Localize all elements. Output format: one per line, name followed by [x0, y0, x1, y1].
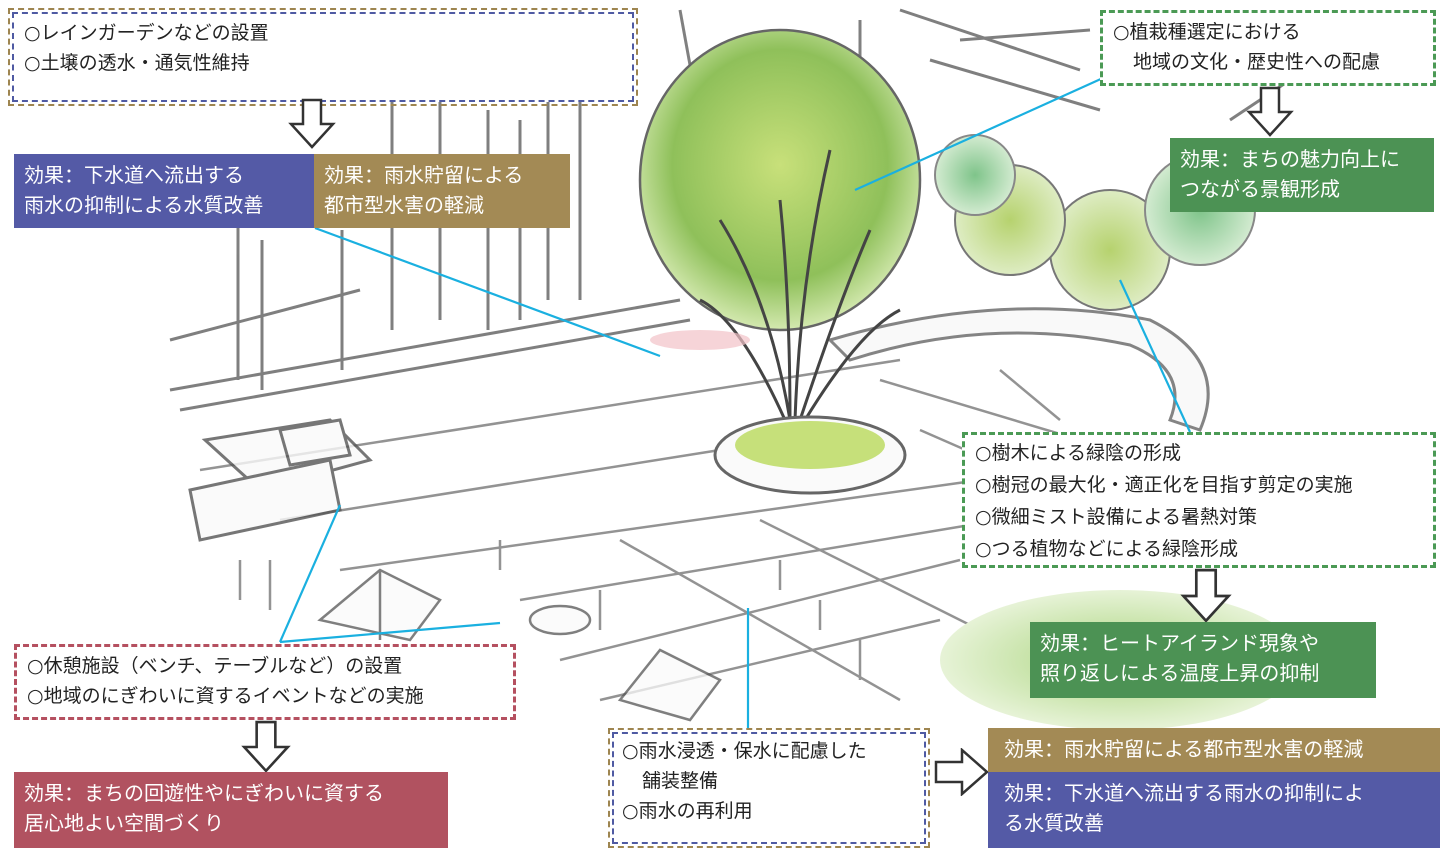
effect-flood-reduction: 効果：雨水貯留による 都市型水害の軽減	[314, 154, 570, 228]
measures-box-rest-facilities: ○休憩施設（ベンチ、テーブルなど）の設置 ○地域のにぎわいに資するイベントなどの…	[14, 644, 516, 720]
effect-water-quality: 効果：下水道へ流出する 雨水の抑制による水質改善	[14, 154, 314, 228]
street-tree	[638, 28, 922, 421]
bushes	[934, 134, 1256, 311]
measure-item: ○雨水浸透・保水に配慮した	[622, 740, 867, 762]
down-arrow-icon	[1180, 568, 1232, 623]
measure-item: ○つる植物などによる緑陰形成	[975, 538, 1239, 560]
measure-item: ○休憩施設（ベンチ、テーブルなど）の設置	[27, 655, 403, 677]
measure-item: ○樹木による緑陰の形成	[975, 442, 1182, 464]
measure-item: ○樹冠の最大化・適正化を目指す剪定の実施	[975, 474, 1353, 496]
effect-water-quality-2: 効果：下水道へ流出する雨水の抑制によ る水質改善	[988, 772, 1440, 848]
effect-heat-island: 効果：ヒートアイランド現象や 照り返しによる温度上昇の抑制	[1030, 622, 1376, 698]
parasol-tables	[317, 568, 722, 722]
down-arrow-icon	[1246, 86, 1294, 137]
measures-box-plant-selection: ○植栽種選定における 地域の文化・歴史性への配慮	[1100, 10, 1436, 86]
planting-bed-curve	[827, 307, 1210, 432]
measure-item: ○地域のにぎわいに資するイベントなどの実施	[27, 685, 424, 707]
measures-box-rain-garden: ○レインガーデンなどの設置 ○土壌の透水・通気性維持	[8, 8, 638, 106]
measures-box-paving: ○雨水浸透・保水に配慮した 舗装整備 ○雨水の再利用	[608, 728, 930, 848]
measure-item: 地域の文化・歴史性への配慮	[1133, 51, 1381, 73]
measure-item: ○レインガーデンなどの設置	[24, 22, 269, 44]
measure-item: ○微細ミスト設備による暑熱対策	[975, 506, 1258, 528]
down-arrow-icon	[288, 98, 336, 149]
measure-item: ○植栽種選定における	[1113, 21, 1301, 43]
down-arrow-icon	[241, 720, 291, 773]
effect-liveliness: 効果：まちの回遊性やにぎわいに資する 居心地よい空間づくり	[14, 772, 448, 848]
measure-item: ○雨水の再利用	[622, 800, 753, 822]
right-arrow-icon	[934, 748, 989, 796]
measures-box-shade: ○樹木による緑陰の形成 ○樹冠の最大化・適正化を目指す剪定の実施 ○微細ミスト設…	[962, 432, 1436, 568]
measure-item: ○土壌の透水・通気性維持	[24, 52, 250, 74]
measure-item: 舗装整備	[642, 770, 719, 792]
bench	[188, 418, 373, 542]
tree-planter	[713, 415, 907, 495]
effect-flood-reduction-2: 効果：雨水貯留による都市型水害の軽減	[988, 728, 1440, 772]
leader-lines	[278, 76, 1191, 728]
effect-landscape: 効果：まちの魅力向上に つながる景観形成	[1170, 138, 1434, 212]
